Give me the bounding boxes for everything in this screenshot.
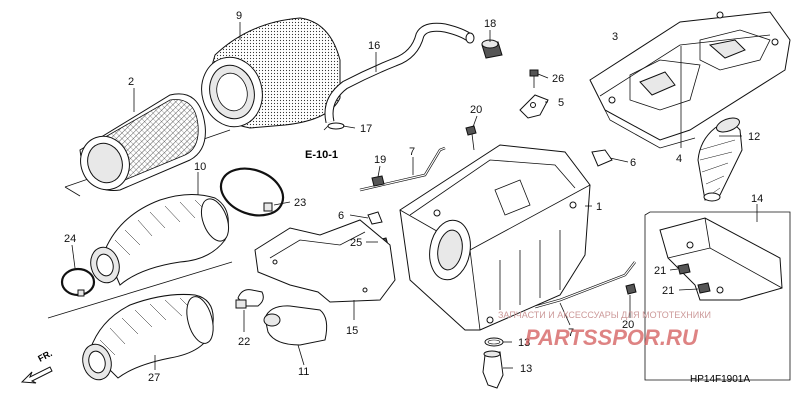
drain-tube-14[interactable] [482, 350, 504, 389]
label-23: 23 [294, 197, 306, 209]
label-6-left: 6 [338, 210, 344, 222]
bolt-26[interactable] [529, 69, 539, 88]
label-8: 10 [194, 161, 206, 173]
label-5: 5 [558, 97, 564, 109]
label-22: 22 [238, 336, 250, 348]
guard-plate-16[interactable] [254, 219, 396, 303]
label-17: 17 [360, 123, 372, 135]
clip-6-left[interactable] [367, 211, 383, 225]
label-20-upper: 20 [470, 104, 482, 116]
label-24: 24 [64, 233, 76, 245]
label-3: 3 [612, 31, 618, 43]
tube-10[interactable] [697, 115, 743, 202]
leader-lines [71, 22, 758, 370]
group-frame-12 [644, 211, 791, 381]
label-21-upper: 21 [654, 265, 666, 277]
part-labels: 9 18 3 16 26 2 5 20 17 12 E-10-1 7 4 6 1… [64, 10, 763, 384]
lower-left-group-frame [47, 261, 233, 319]
connecting-tube-8[interactable] [87, 194, 234, 286]
label-18: 18 [484, 18, 496, 30]
label-13: 13 [518, 337, 530, 349]
label-1: 1 [596, 201, 602, 213]
clip-6-right[interactable] [591, 149, 613, 167]
drain-cap-11[interactable] [263, 305, 328, 346]
label-15: 16 [368, 40, 380, 52]
watermark-logo: PARTSSPOR.RU [525, 325, 699, 350]
watermark-tagline: ЗАПЧАСТИ И АКСЕССУАРЫ ДЛЯ МОТОТЕХНИКИ [498, 310, 711, 320]
clip-17[interactable] [323, 122, 345, 131]
label-19: 19 [374, 154, 386, 166]
breather-hose-15[interactable] [324, 22, 475, 123]
arrow-icon [20, 366, 53, 384]
label-9: 9 [236, 10, 242, 22]
front-direction-indicator: FR. [20, 348, 54, 384]
label-26: 26 [552, 73, 564, 85]
label-12: 14 [751, 193, 763, 205]
label-21-lower: 21 [662, 285, 674, 297]
clamp-22[interactable] [235, 289, 264, 309]
label-4: 4 [676, 153, 682, 165]
band-7-lower[interactable] [534, 261, 636, 309]
label-6-right: 6 [630, 157, 636, 169]
outer-filter-9[interactable] [194, 17, 341, 134]
nut-21-lower[interactable] [697, 282, 711, 294]
heat-shield-12[interactable] [659, 217, 783, 301]
air-cleaner-case-1[interactable] [399, 144, 591, 331]
band-clamp-24[interactable] [60, 267, 96, 297]
label-7-lower: 7 [568, 327, 574, 339]
band-clamp-23[interactable] [214, 160, 289, 223]
watermark: ЗАПЧАСТИ И АКСЕССУАРЫ ДЛЯ МОТОТЕХНИКИ PA… [498, 310, 711, 350]
label-25: 25 [350, 237, 362, 249]
label-27: 27 [148, 372, 160, 384]
air-cleaner-cover-3[interactable] [589, 11, 791, 149]
intake-tube-27[interactable] [79, 293, 218, 383]
bolt-19[interactable] [371, 175, 385, 187]
label-20-lower: 20 [622, 319, 634, 331]
label-16: 15 [346, 325, 358, 337]
label-11: 11 [298, 366, 309, 378]
label-7-upper: 7 [409, 146, 415, 158]
label-2: 2 [128, 76, 134, 88]
label-14: 13 [520, 363, 532, 375]
label-10: 12 [748, 131, 760, 143]
front-label: FR. [36, 348, 53, 364]
filter-element-2[interactable] [73, 93, 206, 197]
bracket-5[interactable] [519, 94, 549, 119]
bolt-20-lower[interactable] [625, 283, 637, 295]
diagram-code: HP14F1901A [690, 374, 750, 385]
clip-13[interactable] [484, 337, 504, 347]
reference-e-10-1: E-10-1 [305, 149, 338, 161]
band-7-upper[interactable] [359, 146, 446, 192]
grommet-18[interactable] [481, 39, 503, 59]
nut-21-upper[interactable] [677, 263, 691, 275]
bolt-20-upper[interactable] [465, 125, 477, 151]
